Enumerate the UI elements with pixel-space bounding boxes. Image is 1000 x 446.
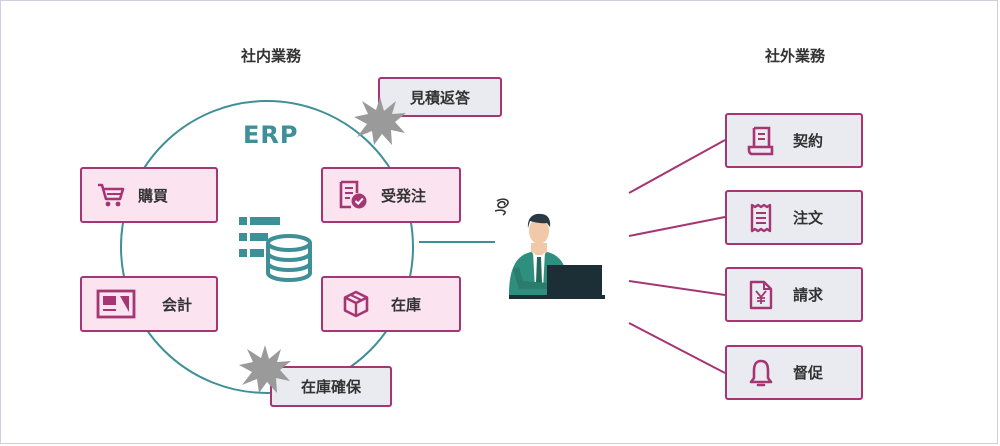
order-box: 注文 [725, 190, 863, 245]
person-to-invoice-line [628, 280, 726, 296]
package-box-icon [341, 289, 371, 319]
order-processing-label: 受発注 [381, 186, 427, 205]
yen-invoice-icon [747, 279, 775, 311]
external-section-title: 社外業務 [764, 47, 826, 65]
reminder-box: 督促 [725, 345, 863, 400]
ledger-window-icon [96, 288, 136, 320]
worried-person-icon [494, 198, 605, 299]
invoice-box: 請求 [725, 267, 863, 322]
erp-cycle-ring [120, 100, 414, 394]
inventory-box: 在庫 [321, 276, 461, 332]
person-to-contract-line [628, 139, 726, 194]
purchasing-box: 購買 [80, 167, 218, 223]
accounting-label: 会計 [162, 295, 193, 314]
internal-section-title: 社内業務 [240, 47, 302, 65]
accounting-box: 会計 [80, 276, 218, 332]
quote-response-label: 見積返答 [409, 88, 470, 107]
invoice-label: 請求 [793, 286, 824, 304]
order-processing-box: 受発注 [321, 167, 461, 223]
order-receipt-icon [747, 202, 775, 234]
order-label: 注文 [793, 209, 824, 227]
trouble-burst-icon [354, 97, 406, 145]
contract-label: 契約 [793, 132, 824, 150]
erp-label: ERP [243, 121, 299, 149]
contract-box: 契約 [725, 113, 863, 168]
person-to-reminder-line [628, 322, 726, 374]
inventory-label: 在庫 [391, 295, 422, 314]
shopping-cart-icon [96, 180, 126, 210]
person-to-order-line [628, 216, 726, 237]
document-check-icon [337, 179, 369, 211]
inventory-reservation-box: 在庫確保 [270, 366, 392, 407]
contract-document-icon [747, 125, 775, 157]
quote-response-box: 見積返答 [378, 77, 502, 117]
purchasing-label: 購買 [138, 186, 169, 205]
reminder-label: 督促 [793, 364, 824, 382]
trouble-burst-icon [239, 345, 291, 393]
inventory-reservation-label: 在庫確保 [300, 378, 361, 396]
database-icon [239, 217, 312, 282]
bell-icon [747, 357, 775, 389]
